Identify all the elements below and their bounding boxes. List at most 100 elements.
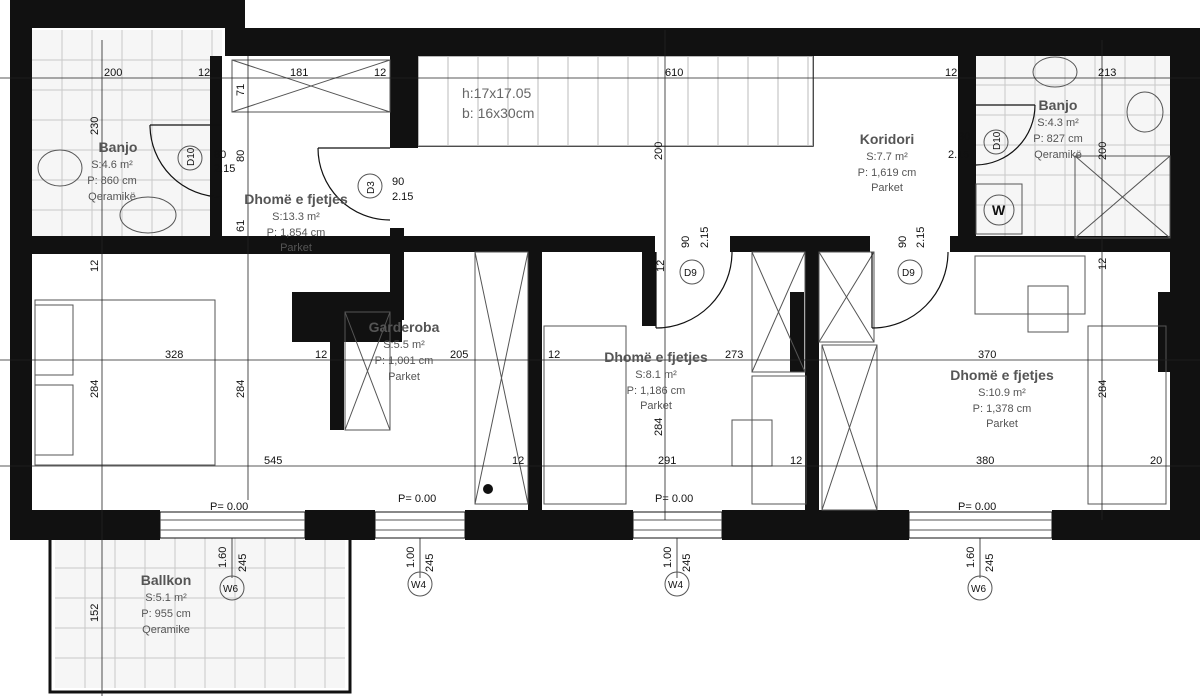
room-floor: Parket [871, 182, 903, 194]
door-width-d9-a: 90 [680, 236, 692, 248]
room-floor: Qeramike [142, 624, 190, 636]
window-p-w6-right: P= 0.00 [958, 501, 996, 513]
room-floor: Parket [640, 400, 672, 412]
window-p-w6-left: P= 0.00 [210, 501, 248, 513]
door-height-d3: 2.15 [392, 191, 413, 203]
window-width-w6-right: 1.60 [965, 547, 977, 568]
staircase: h:17x17.05 b: 16x30cm [417, 55, 814, 147]
dim-top-12a: 12 [198, 67, 210, 79]
door-height-d9-b: 2.15 [915, 227, 927, 248]
dim-ballkon-152: 152 [89, 604, 101, 622]
dim-mid-273: 273 [725, 349, 743, 361]
window-tag-w6-left: W6 [223, 584, 238, 595]
dim-top-12b: 12 [374, 67, 386, 79]
room-perimeter: P: 1,619 cm [858, 167, 917, 179]
room-koridori: Koridori S:7.7 m² P: 1,619 cm Parket [858, 131, 917, 194]
room-area: S:5.5 m² [383, 339, 425, 351]
dim-mid-205: 205 [450, 349, 468, 361]
dim-bot-20: 20 [1150, 455, 1162, 467]
stair-spec-height: h:17x17.05 [462, 85, 531, 101]
window-height-w4-b: 245 [681, 554, 693, 572]
cross-boxes [231, 59, 1171, 511]
room-perimeter: P: 1,854 cm [267, 227, 326, 239]
room-labels: Banjo S:4.6 m² P: 860 cm Qeramikë Dhomë … [87, 97, 1083, 636]
dimension-lines [0, 30, 1200, 696]
dim-top-181: 181 [290, 67, 308, 79]
room-area: S:4.3 m² [1037, 117, 1079, 129]
door-width-d9-b: 90 [897, 236, 909, 248]
window-width-w4-b: 1.00 [662, 547, 674, 568]
room-perimeter: P: 955 cm [141, 608, 191, 620]
room-name: Garderoba [369, 319, 440, 335]
dim-mid-284b: 284 [653, 418, 665, 436]
dim-mid-328: 328 [165, 349, 183, 361]
room-garderoba: Garderoba S:5.5 m² P: 1,001 cm Parket [369, 319, 440, 383]
tile-grid-banjo-left [32, 30, 222, 238]
window-height-w6-right: 245 [984, 554, 996, 572]
dimension-texts: 200 12 181 12 610 12 213 230 71 80 61 12… [89, 67, 1162, 622]
door-width-d10-left: 80 [214, 149, 226, 161]
door-height-d9-a: 2.15 [699, 227, 711, 248]
room-bedroom-mid: Dhomë e fjetjes S:8.1 m² P: 1,186 cm Par… [604, 349, 708, 412]
window-width-w6-left: 1.60 [217, 547, 229, 568]
room-floor: Qeramikë [1034, 149, 1082, 161]
dim-left-230: 230 [89, 117, 101, 135]
dim-bot-291: 291 [658, 455, 676, 467]
furniture: W [34, 56, 1167, 505]
room-name: Banjo [1039, 97, 1078, 113]
walls [10, 0, 1200, 540]
dim-top-12c: 12 [945, 67, 957, 79]
dim-mid-370: 370 [978, 349, 996, 361]
door-width-d10-right: 80 [958, 131, 970, 143]
room-area: S:4.6 m² [91, 159, 133, 171]
window-p-w4-b: P= 0.00 [655, 493, 693, 505]
door-height-d10-right: 2.15 [948, 149, 969, 161]
dim-mid-12a: 12 [315, 349, 327, 361]
room-name: Dhomë e fjetjes [604, 349, 708, 365]
room-perimeter: P: 827 cm [1033, 133, 1083, 145]
dim-bot-380: 380 [976, 455, 994, 467]
doors: D10 80 2.15 D3 90 2.15 D9 90 2.15 D9 90 … [149, 104, 1036, 329]
room-perimeter: P: 1,378 cm [973, 403, 1032, 415]
room-area: S:5.1 m² [145, 592, 187, 604]
dim-c-200: 200 [653, 142, 665, 160]
room-perimeter: P: 860 cm [87, 175, 137, 187]
window-p-w4-a: P= 0.00 [398, 493, 436, 505]
door-tag-d9-b: D9 [902, 268, 915, 279]
washer-label: W [992, 202, 1006, 218]
room-area: S:7.7 m² [866, 151, 908, 163]
room-floor: Parket [388, 371, 420, 383]
room-perimeter: P: 1,186 cm [627, 385, 686, 397]
room-name: Dhomë e fjetjes [950, 367, 1054, 383]
dim-left-80: 80 [235, 150, 247, 162]
dim-left-12: 12 [89, 260, 101, 272]
window-tag-w4-a: W4 [411, 580, 426, 591]
room-banjo-right: Banjo S:4.3 m² P: 827 cm Qeramikë [1033, 97, 1083, 161]
room-name: Banjo [99, 139, 138, 155]
dim-left-284: 284 [89, 380, 101, 398]
dim-top-610: 610 [665, 67, 683, 79]
room-floor: Parket [986, 418, 1018, 430]
room-area: S:8.1 m² [635, 369, 677, 381]
dim-bot-12b: 12 [790, 455, 802, 467]
room-name: Koridori [860, 131, 914, 147]
room-ballkon: Ballkon S:5.1 m² P: 955 cm Qeramike [141, 572, 192, 636]
room-floor: Qeramikë [88, 191, 136, 203]
window-height-w6-left: 245 [237, 554, 249, 572]
dim-r-12: 12 [1097, 258, 1109, 270]
windows: P= 0.00 P= 0.00 P= 0.00 P= 0.00 W6 W4 W4… [159, 493, 1053, 601]
room-banjo-left: Banjo S:4.6 m² P: 860 cm Qeramikë [87, 139, 137, 203]
dim-bot-12a: 12 [512, 455, 524, 467]
room-bedroom-right: Dhomë e fjetjes S:10.9 m² P: 1,378 cm Pa… [950, 367, 1054, 430]
stair-spec-tread: b: 16x30cm [462, 105, 534, 121]
room-area: S:10.9 m² [978, 387, 1026, 399]
room-perimeter: P: 1,001 cm [375, 355, 434, 367]
dim-c-200b: 200 [1097, 142, 1109, 160]
dim-mid-284c: 284 [1097, 380, 1109, 398]
door-tag-d10-right: D10 [992, 131, 1003, 150]
door-tag-d10-left: D10 [186, 147, 197, 166]
room-floor: Parket [280, 242, 312, 254]
window-tag-w6-right: W6 [971, 584, 986, 595]
dim-r-12b: 12 [655, 260, 667, 272]
